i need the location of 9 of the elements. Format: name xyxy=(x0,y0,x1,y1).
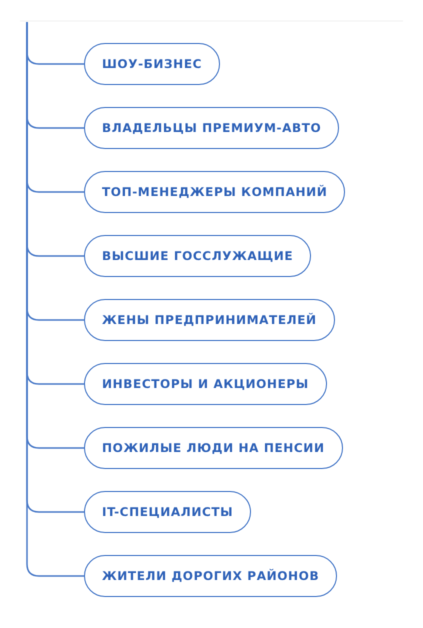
category-pill: ШОУ-БИЗНЕС xyxy=(84,43,220,85)
category-pill: ПОЖИЛЫЕ ЛЮДИ НА ПЕНСИИ xyxy=(84,427,343,469)
category-pill: ВЫСШИЕ ГОССЛУЖАЩИЕ xyxy=(84,235,312,277)
category-pill: ВЛАДЕЛЬЦЫ ПРЕМИУМ-АВТО xyxy=(84,107,340,149)
category-pill: IT-СПЕЦИАЛИСТЫ xyxy=(84,491,252,533)
category-pill: ТОП-МЕНЕДЖЕРЫ КОМПАНИЙ xyxy=(84,171,346,213)
category-pill: ЖИТЕЛИ ДОРОГИХ РАЙОНОВ xyxy=(84,555,338,597)
category-pill: ЖЕНЫ ПРЕДПРИНИМАТЕЛЕЙ xyxy=(84,299,335,341)
category-pill: ИНВЕСТОРЫ И АКЦИОНЕРЫ xyxy=(84,363,327,405)
